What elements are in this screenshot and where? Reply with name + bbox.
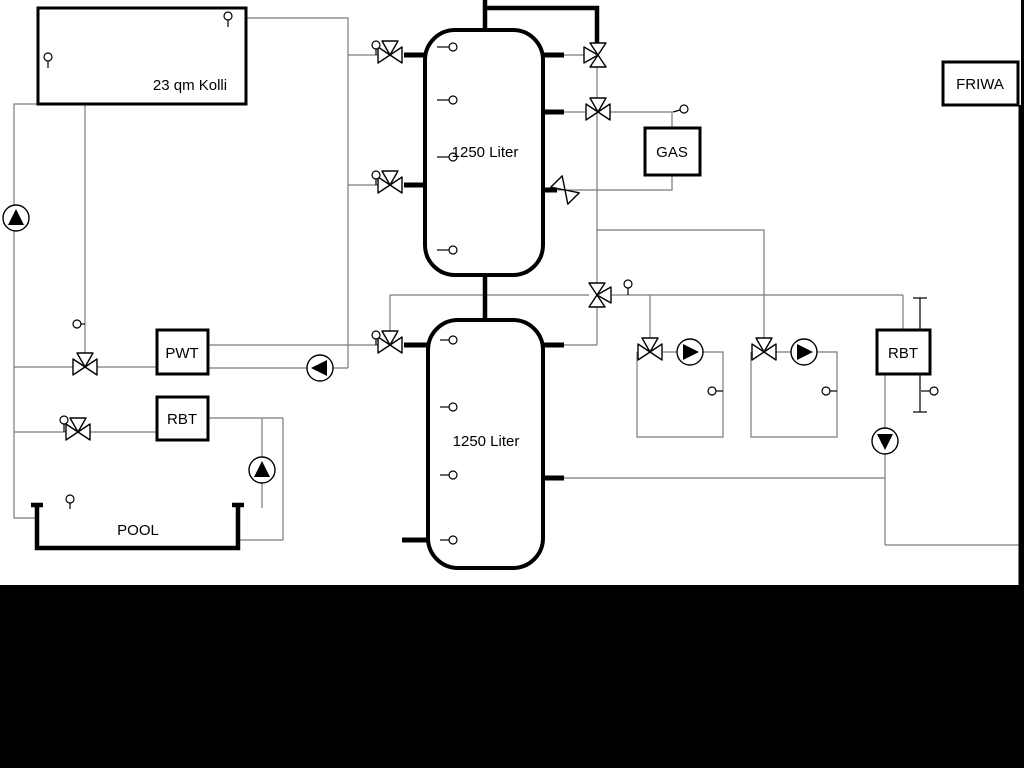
sensor-tank1-4-icon xyxy=(437,245,458,255)
sensor-gas-line-icon xyxy=(672,104,689,114)
buffer-tank-2 xyxy=(426,318,545,570)
sensor-tank1-2-icon xyxy=(437,95,458,105)
three-way-valve-top-right[interactable] xyxy=(583,42,607,68)
sensor-collector-icon xyxy=(43,52,53,68)
sensor-valve-tank2-icon xyxy=(371,330,381,345)
sensor-tank2-2-icon xyxy=(440,402,458,412)
pump-circuit-2[interactable] xyxy=(790,338,818,366)
valve-gas-return-diagonal[interactable] xyxy=(550,175,580,205)
pwt-label: PWT xyxy=(165,345,198,362)
schematic-canvas: 23 qm Kolli 1250 Liter 1250 Liter GAS FR… xyxy=(0,0,1021,585)
pipes-thick xyxy=(402,0,600,543)
sensor-tank2-3-icon xyxy=(440,470,458,480)
tank2-label: 1250 Liter xyxy=(453,433,520,450)
sensor-valve-tank1-mid-icon xyxy=(371,170,381,185)
pump-rbt-right[interactable] xyxy=(871,427,899,455)
pump-circuit-1[interactable] xyxy=(676,338,704,366)
sensor-tank1-3-icon xyxy=(437,152,458,162)
pool-symbol xyxy=(31,502,244,551)
three-way-valve-pwt[interactable] xyxy=(72,352,98,376)
rbt-right-label: RBT xyxy=(888,345,918,362)
pool-label: POOL xyxy=(117,522,159,539)
three-way-valve-tank1-mid-left[interactable] xyxy=(377,170,403,194)
sensor-pwt-line-icon xyxy=(72,319,85,329)
buffer-tank-1 xyxy=(423,28,545,277)
three-way-valve-rbt-left[interactable] xyxy=(65,417,91,441)
pump-pwt[interactable] xyxy=(306,354,334,382)
sensor-tank1-1-icon xyxy=(437,42,458,52)
three-way-valve-header[interactable] xyxy=(588,282,612,308)
sensors xyxy=(43,11,939,545)
sensor-header-icon xyxy=(623,279,633,295)
sensor-valve-tank1-top-icon xyxy=(371,40,381,55)
three-way-valve-circuit-1[interactable] xyxy=(637,337,663,361)
rbt-left-label: RBT xyxy=(167,411,197,428)
sensor-circuit-2-icon xyxy=(821,386,837,396)
solar-collector-box xyxy=(36,6,248,106)
three-way-valve-gas-supply[interactable] xyxy=(585,97,611,121)
sensor-circuit-1-icon xyxy=(707,386,723,396)
sensor-rbt-right-icon xyxy=(921,386,939,396)
three-way-valve-tank1-top-left[interactable] xyxy=(377,40,403,64)
sensor-rbt-left-line-icon xyxy=(59,415,69,432)
friwa-label: FRIWA xyxy=(956,76,1004,93)
sensor-tank2-1-icon xyxy=(440,335,458,345)
rbt-left-box xyxy=(155,395,210,442)
pump-collector[interactable] xyxy=(2,204,30,232)
friwa-box xyxy=(941,60,1020,107)
three-way-valve-circuit-2[interactable] xyxy=(751,337,777,361)
gas-label: GAS xyxy=(656,144,688,161)
gas-boiler-box xyxy=(643,126,702,177)
collector-label: 23 qm Kolli xyxy=(153,77,227,94)
sensor-collector-flow-icon xyxy=(223,11,233,27)
sensor-tank2-4-icon xyxy=(440,535,458,545)
schematic-svg: 23 qm Kolli 1250 Liter 1250 Liter GAS FR… xyxy=(2,0,1021,585)
rbt-right-box xyxy=(875,328,932,376)
tank1-label: 1250 Liter xyxy=(452,144,519,161)
pwt-box xyxy=(155,328,210,376)
pump-pool[interactable] xyxy=(248,456,276,484)
three-way-valve-tank2-left[interactable] xyxy=(377,330,403,354)
sensor-pool-icon xyxy=(65,494,75,509)
